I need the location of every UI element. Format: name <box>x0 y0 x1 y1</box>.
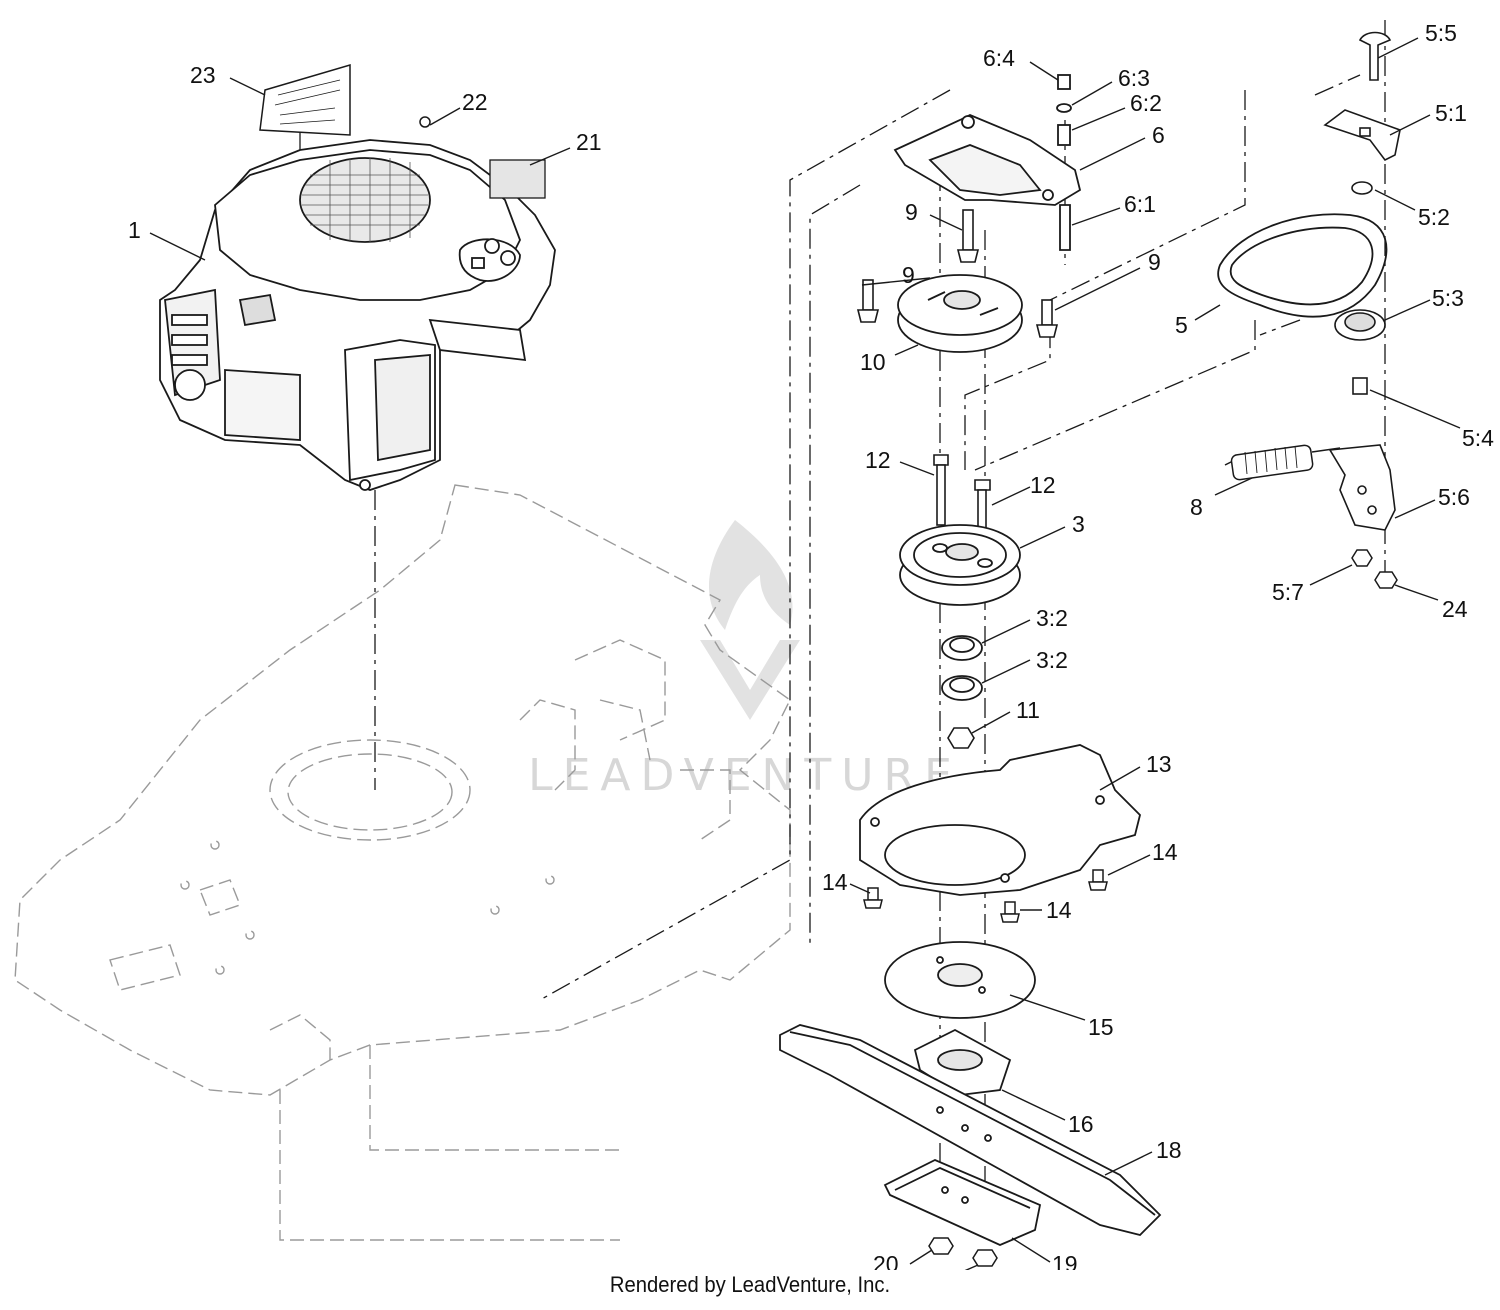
callout-22: 22 <box>462 89 488 115</box>
callout-6-3: 6:3 <box>1118 65 1150 91</box>
callout-6-4: 6:4 <box>983 45 1015 71</box>
nut-11 <box>947 727 975 749</box>
callout-5-4: 5:4 <box>1462 425 1494 451</box>
nut-20b <box>972 1249 998 1267</box>
pulley-10 <box>897 274 1023 353</box>
callout-5-6: 5:6 <box>1438 484 1470 510</box>
callout-6-1: 6:1 <box>1124 191 1156 217</box>
bracket-6 <box>893 74 1082 251</box>
callout-8: 8 <box>1190 494 1203 520</box>
watermark-text: LEADVENTURE <box>528 750 962 801</box>
callout-6-2: 6:2 <box>1130 90 1162 116</box>
callout-18: 18 <box>1156 1137 1182 1163</box>
plate-15 <box>884 941 1036 1019</box>
nut-5-7 <box>1351 549 1373 567</box>
callout-24: 24 <box>1442 596 1468 622</box>
leader-lines <box>149 37 1461 1279</box>
nut-20a <box>928 1237 954 1255</box>
bracket-5-6 <box>1328 444 1396 531</box>
idler-hardware <box>1323 31 1401 395</box>
callout-21: 21 <box>576 129 602 155</box>
callout-5-5: 5:5 <box>1425 20 1457 46</box>
watermark: LEADVENTURE <box>528 520 962 801</box>
callout-3: 3 <box>1072 511 1085 537</box>
callout-9a: 9 <box>905 199 918 225</box>
callout-5: 5 <box>1175 312 1188 338</box>
callout-5-3: 5:3 <box>1432 285 1464 311</box>
callout-14b: 14 <box>822 869 848 895</box>
callouts: 23 22 21 1 6:4 6:3 6:2 6 6:1 9 9 9 10 5:… <box>128 20 1494 1305</box>
callout-6: 6 <box>1152 122 1165 148</box>
callout-12a: 12 <box>865 447 891 473</box>
bolt-22 <box>419 116 431 128</box>
callout-20a: 20 <box>873 1251 899 1270</box>
callout-9c: 9 <box>1148 249 1161 275</box>
callout-16: 16 <box>1068 1111 1094 1137</box>
bolts-12 <box>933 454 991 536</box>
adapter-16 <box>913 1028 1012 1096</box>
callout-5-1: 5:1 <box>1435 100 1467 126</box>
callout-14a: 14 <box>1152 839 1178 865</box>
callout-5-2: 5:2 <box>1418 204 1450 230</box>
callout-5-7: 5:7 <box>1272 579 1304 605</box>
callout-1: 1 <box>128 217 141 243</box>
clip-19 <box>883 1159 1042 1246</box>
belt-5 <box>1217 213 1388 318</box>
callout-3-2b: 3:2 <box>1036 647 1068 673</box>
bolts-9 <box>856 209 1059 338</box>
callout-13: 13 <box>1146 751 1172 777</box>
callout-19: 19 <box>1052 1251 1078 1270</box>
callout-11: 11 <box>1016 697 1040 723</box>
blade-18 <box>779 1024 1162 1236</box>
engine <box>159 139 556 491</box>
callout-10: 10 <box>860 349 886 375</box>
diagram-canvas: LEADVENTURE <box>14 20 1494 1305</box>
spring-8 <box>1224 444 1341 481</box>
callout-14c: 14 <box>1046 897 1072 923</box>
mower-deck-ghost <box>14 484 791 1241</box>
bearings-3-2 <box>941 635 983 701</box>
callout-12b: 12 <box>1030 472 1056 498</box>
callout-3-2a: 3:2 <box>1036 605 1068 631</box>
nut-24 <box>1374 571 1398 589</box>
housing-13 <box>859 744 1141 896</box>
callout-23: 23 <box>190 62 216 88</box>
pulley-3 <box>899 524 1021 606</box>
decal-21 <box>489 159 546 199</box>
footer-credit: Rendered by LeadVenture, Inc. <box>609 1272 891 1297</box>
decal-23 <box>259 63 351 136</box>
screws-14 <box>863 869 1108 923</box>
callout-15: 15 <box>1088 1014 1114 1040</box>
callout-9b: 9 <box>902 262 915 288</box>
